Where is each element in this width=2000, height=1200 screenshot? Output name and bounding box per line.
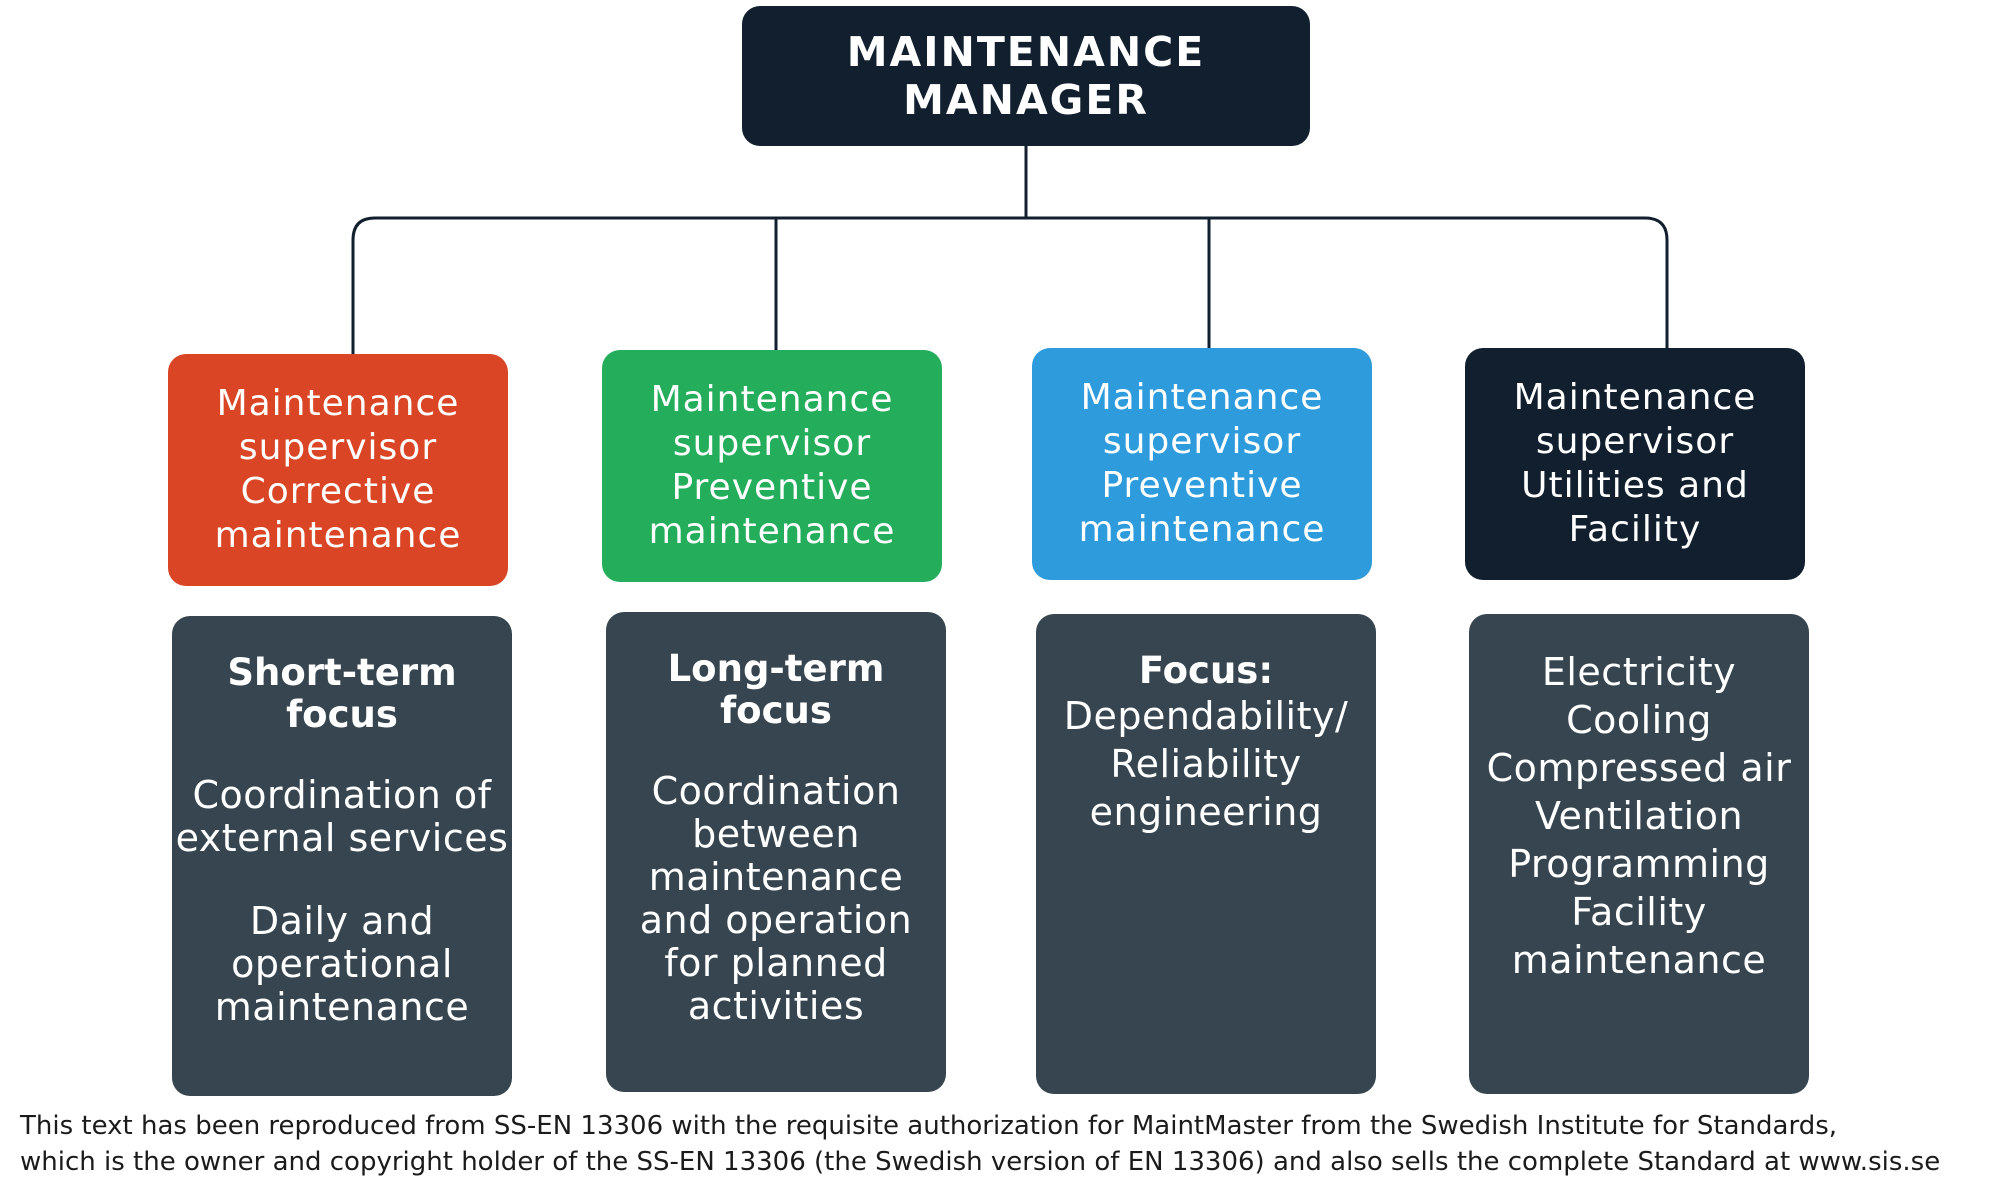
supervisor-corrective-box: Maintenance supervisor Corrective mainte… — [168, 354, 508, 586]
detail-text: Coordination between maintenance and ope… — [639, 769, 913, 1028]
supervisor-preventive-box-2: Maintenance supervisor Preventive mainte… — [1032, 348, 1372, 580]
detail-box-utilities: Electricity Cooling Compressed air Venti… — [1469, 614, 1809, 1094]
detail-heading: Short-term focus — [227, 651, 457, 736]
detail-heading: Focus: — [1138, 649, 1274, 692]
manager-title: MAINTENANCE MANAGER — [846, 28, 1206, 124]
supervisor-label: Maintenance supervisor Utilities and Fac… — [1513, 377, 1757, 550]
detail-text: Dependability/ Reliability engineering — [1063, 694, 1349, 834]
supervisor-preventive-box-1: Maintenance supervisor Preventive mainte… — [602, 350, 942, 582]
maintenance-manager-box: MAINTENANCE MANAGER — [742, 6, 1310, 146]
copyright-footer: This text has been reproduced from SS-EN… — [20, 1111, 1941, 1177]
connector-horizontal — [351, 216, 1669, 354]
supervisor-label: Maintenance supervisor Preventive mainte… — [648, 379, 896, 552]
detail-text: Electricity Cooling Compressed air Venti… — [1486, 650, 1792, 982]
detail-text: Coordination of external services — [175, 773, 509, 860]
detail-box-preventive-1: Long-term focus Coordination between mai… — [606, 612, 946, 1092]
supervisor-label: Maintenance supervisor Corrective mainte… — [214, 383, 462, 556]
detail-box-preventive-2: Focus: Dependability/ Reliability engine… — [1036, 614, 1376, 1094]
detail-heading: Long-term focus — [667, 647, 885, 732]
detail-box-corrective: Short-term focus Coordination of externa… — [172, 616, 512, 1096]
supervisor-utilities-box: Maintenance supervisor Utilities and Fac… — [1465, 348, 1805, 580]
detail-text: Daily and operational maintenance — [214, 899, 470, 1029]
supervisor-label: Maintenance supervisor Preventive mainte… — [1078, 377, 1326, 550]
